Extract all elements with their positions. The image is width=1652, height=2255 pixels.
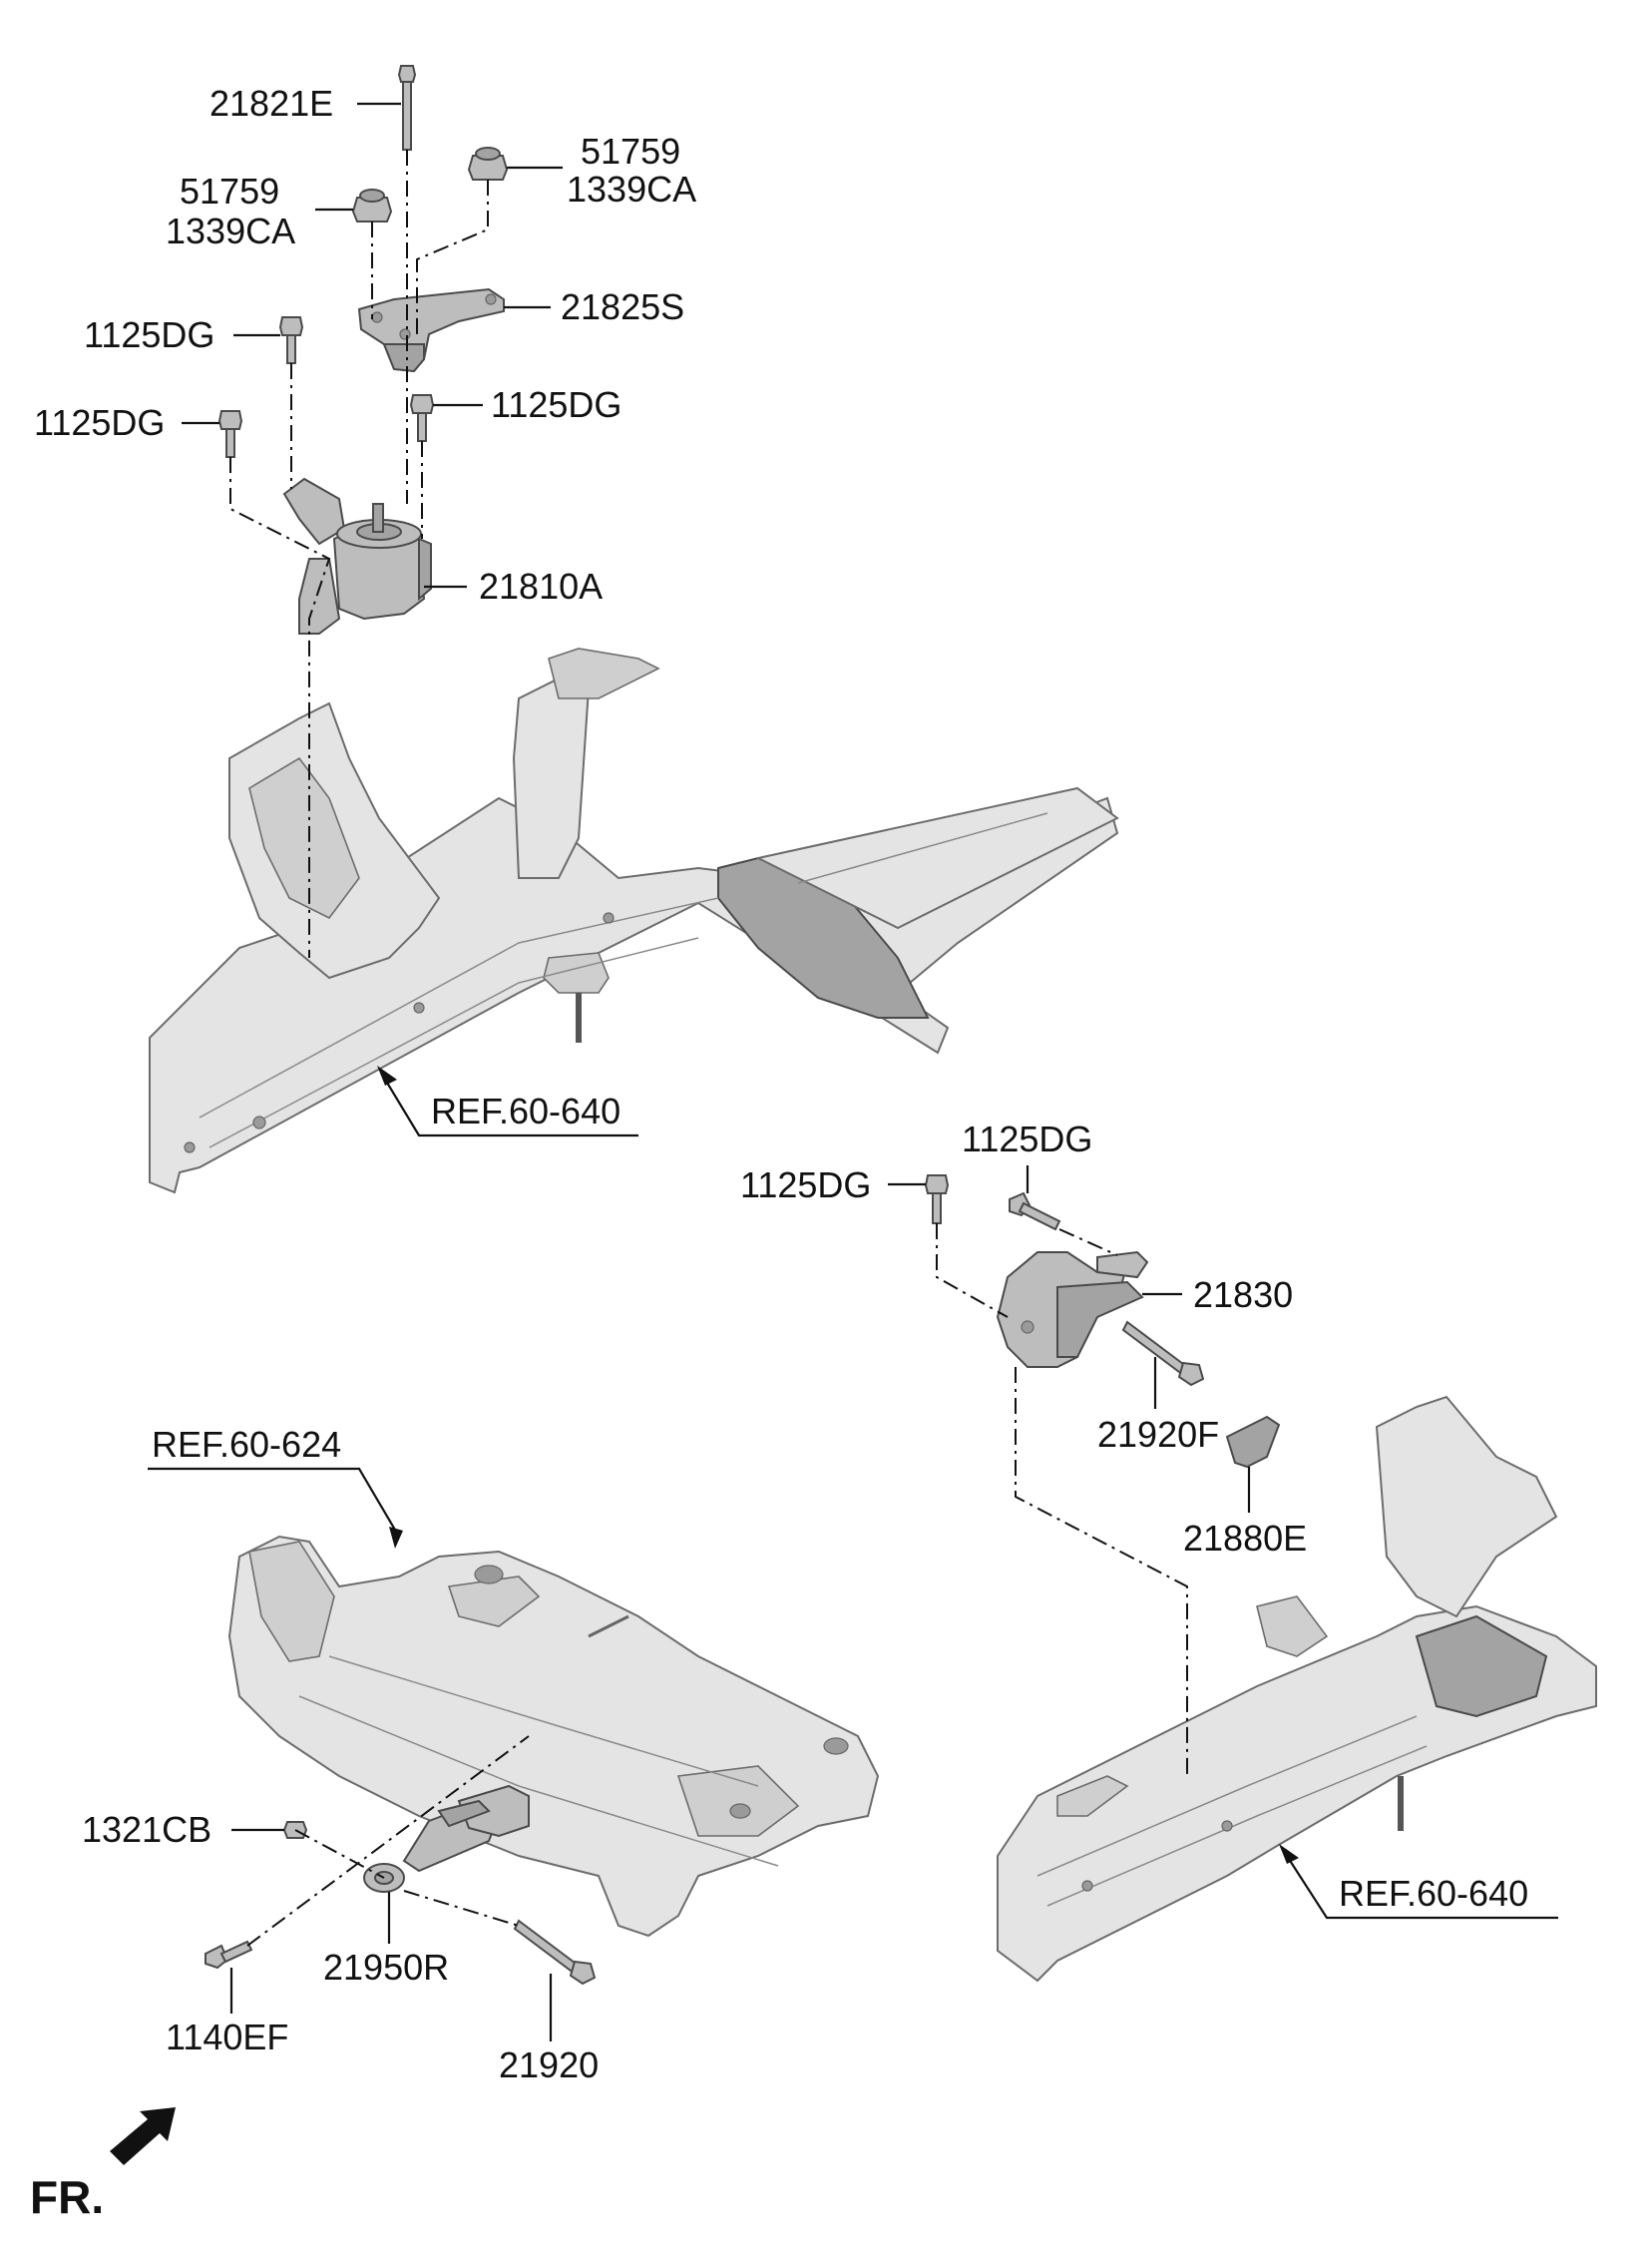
part-labels: 21821E 51759 1339CA 51759 1339CA 21825S … <box>34 83 1528 2085</box>
label-1339CA-right[interactable]: 1339CA <box>567 169 696 210</box>
bolt-21821E <box>397 65 417 151</box>
bolt-1125DG-upper-b <box>409 394 435 442</box>
upper-front-side-member <box>149 648 1119 1194</box>
label-1125DG-upper-a[interactable]: 1125DG <box>84 314 214 355</box>
bolt-1125DG-upper-c <box>217 410 243 458</box>
label-1125DG-lower-b[interactable]: 1125DG <box>962 1119 1092 1159</box>
front-label: FR. <box>30 2171 104 2223</box>
label-21825S[interactable]: 21825S <box>561 286 684 327</box>
label-51759-right[interactable]: 51759 <box>581 131 680 172</box>
label-21830[interactable]: 21830 <box>1193 1274 1293 1315</box>
label-21880E[interactable]: 21880E <box>1183 1518 1307 1559</box>
bracket-21825S <box>357 287 505 373</box>
leader-lines <box>148 102 1558 2041</box>
label-1125DG-upper-c[interactable]: 1125DG <box>34 402 165 443</box>
label-21950R[interactable]: 21950R <box>323 1947 449 1988</box>
label-1125DG-lower-a[interactable]: 1125DG <box>740 1164 871 1205</box>
nut-51759-left <box>351 189 393 223</box>
lower-right-side-member <box>997 1395 1597 1983</box>
bolt-1125DG-lower-a <box>924 1174 950 1224</box>
label-ref-60-640-lower[interactable]: REF.60-640 <box>1339 1873 1528 1914</box>
transmission-bracket-21830 <box>996 1250 1149 1368</box>
roll-rod-21950R <box>363 1784 530 1893</box>
label-21810A[interactable]: 21810A <box>479 566 603 607</box>
label-1140EF[interactable]: 1140EF <box>166 2017 288 2057</box>
label-21920F[interactable]: 21920F <box>1097 1414 1219 1455</box>
bolt-1125DG-upper-a <box>278 316 304 364</box>
cover-21880E <box>1225 1415 1281 1469</box>
label-51759-left[interactable]: 51759 <box>180 171 279 212</box>
label-ref-60-640-upper[interactable]: REF.60-640 <box>431 1091 620 1131</box>
engine-mount-21810A <box>282 477 432 635</box>
bolt-21920 <box>513 1919 597 1986</box>
label-21821E[interactable]: 21821E <box>209 83 333 124</box>
bolt-1125DG-lower-b <box>1009 1191 1061 1231</box>
label-1125DG-upper-b[interactable]: 1125DG <box>491 384 621 425</box>
bolt-21920F <box>1121 1320 1205 1387</box>
bolt-1140EF <box>205 1940 253 1970</box>
label-21920[interactable]: 21920 <box>499 2044 599 2085</box>
label-1339CA-left[interactable]: 1339CA <box>166 211 295 251</box>
nut-51759-right <box>467 147 509 181</box>
front-arrow-icon <box>110 2107 176 2165</box>
front-subframe <box>227 1535 880 1938</box>
front-direction-marker: FR. <box>30 2107 176 2223</box>
label-ref-60-624[interactable]: REF.60-624 <box>152 1424 341 1465</box>
assembly-lines <box>229 150 1188 1947</box>
label-1321CB[interactable]: 1321CB <box>82 1809 211 1850</box>
